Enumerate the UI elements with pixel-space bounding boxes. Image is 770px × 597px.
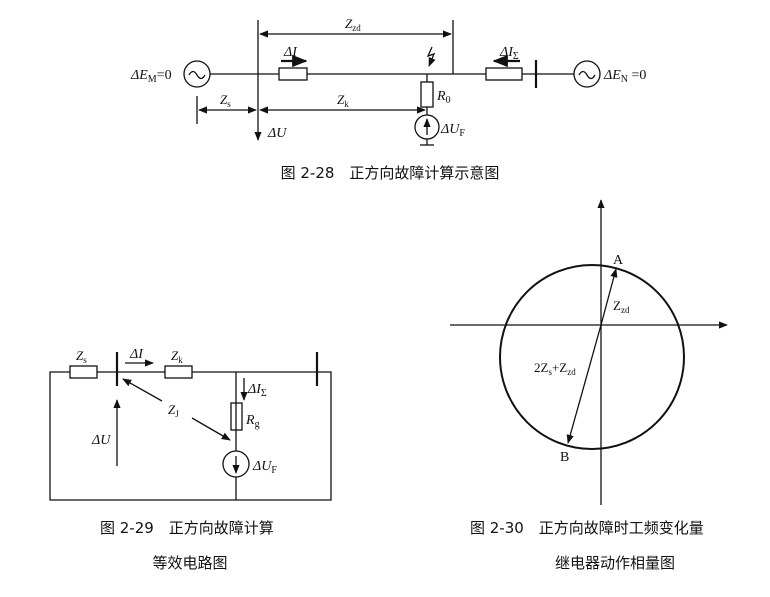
- figure-2-29: Zs ΔI Zk ΔIΣ Rg ΔUF ΔU ZJ 图 2-29 正方向故障计算…: [49, 347, 332, 572]
- remote-impedance-resistor: [485, 67, 523, 81]
- figure-2-30-caption-line1: 图 2-30 正方向故障时工频变化量: [470, 519, 704, 537]
- figure-2-30: A B Zzd 2Zs+Zzd 图 2-30 正方向故障时工频变化量 继电器动作…: [450, 199, 728, 572]
- delta-u-label: ΔU: [91, 433, 111, 448]
- zs-resistor: [69, 365, 98, 379]
- zk-label: Zk: [171, 348, 183, 365]
- em-label: ΔEM=0: [130, 68, 172, 85]
- zb-vector: [566, 324, 602, 444]
- figure-2-29-caption-line2: 等效电路图: [152, 554, 227, 572]
- generator-n-icon: [573, 60, 601, 88]
- zzd-label: Zzd: [613, 298, 630, 315]
- figure-2-28: ΔEM=0 ΔU Zzd ΔI R0 ΔUF Zs Zk ΔIΣ: [130, 16, 646, 182]
- fault-lightning-icon: [426, 46, 436, 67]
- operating-circle: [499, 264, 685, 450]
- zj-label: ZJ: [168, 402, 179, 419]
- voltage-source-icon: [222, 450, 250, 478]
- zzd-vector: [600, 268, 618, 326]
- zs-label: Zs: [76, 348, 87, 365]
- point-b-label: B: [560, 450, 569, 465]
- delta-u-label: ΔU: [267, 126, 287, 141]
- rg-resistor: [230, 402, 243, 431]
- delta-i-label: ΔI: [129, 347, 144, 362]
- en-label: ΔEN =0: [603, 68, 646, 85]
- zk-label: Zk: [337, 92, 349, 109]
- point-a-label: A: [613, 253, 624, 268]
- zj-arrow-to-bus: [122, 378, 163, 402]
- generator-m-icon: [183, 60, 211, 88]
- zj-arrow-to-fault: [191, 417, 231, 441]
- rg-label: Rg: [245, 413, 260, 430]
- zk-resistor: [164, 365, 193, 379]
- delta-i-sigma-label: ΔIΣ: [247, 382, 267, 399]
- voltage-source-icon: [414, 114, 440, 140]
- figure-2-30-caption-line2: 继电器动作相量图: [555, 554, 675, 572]
- delta-uf-label: ΔUF: [440, 122, 465, 139]
- delta-i-sigma-label: ΔIΣ: [499, 45, 519, 62]
- figure-2-28-caption: 图 2-28 正方向故障计算示意图: [281, 164, 500, 182]
- line-impedance-resistor: [278, 67, 308, 81]
- delta-uf-label: ΔUF: [252, 459, 277, 476]
- zb-label: 2Zs+Zzd: [534, 360, 576, 377]
- zzd-label: Zzd: [345, 16, 361, 33]
- r0-label: R0: [436, 89, 451, 106]
- figure-2-29-caption-line1: 图 2-29 正方向故障计算: [100, 519, 274, 537]
- zs-label: Zs: [220, 92, 231, 109]
- delta-i-label: ΔI: [283, 45, 298, 60]
- r0-resistor: [420, 81, 434, 108]
